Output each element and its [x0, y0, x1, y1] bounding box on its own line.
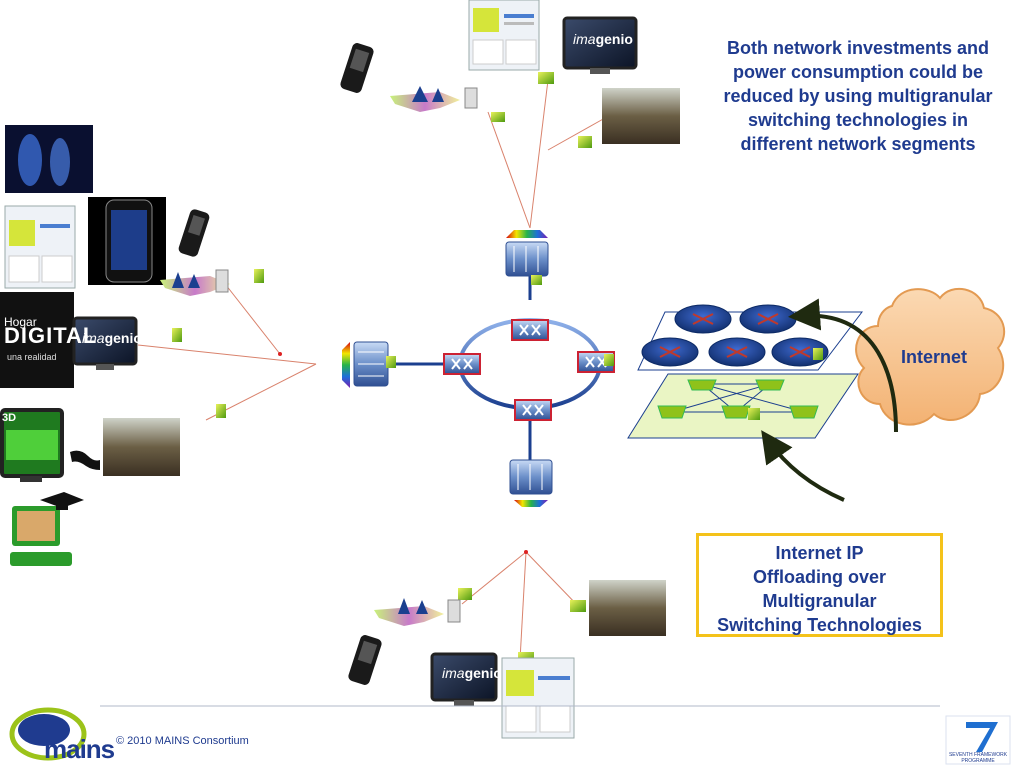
hogar-line-2: DIGITAL: [4, 323, 98, 348]
office-photo-bottom: [589, 580, 666, 636]
mg-switch-top: [505, 230, 549, 277]
hogar-digital-ad: [0, 292, 74, 388]
tv-brand-prefix: ima: [82, 330, 105, 346]
3d-glasses-icon: [70, 450, 100, 470]
service-tags-top: [390, 86, 478, 112]
people-photo-left: [5, 125, 93, 193]
tv-brand-suffix: genio: [104, 330, 142, 346]
fp7-caption: SEVENTH FRAMEWORK PROGRAMME: [948, 752, 1008, 764]
office-photo-left: [103, 418, 180, 476]
office-photo-top: [602, 88, 680, 144]
tv-bottom-brand: imagenio: [442, 665, 502, 681]
headline-text: Both network investments and power consu…: [723, 38, 993, 154]
fp7-logo-icon: [945, 715, 1011, 765]
ring-switch-bottom: [514, 399, 552, 421]
tv-brand-suffix: genio: [464, 665, 502, 681]
hogar-line-1: Hogar: [4, 315, 37, 329]
tv-brand-prefix: ima: [573, 31, 596, 47]
tv-top: [562, 16, 638, 74]
tv-bottom: [430, 652, 498, 706]
mains-logo-icon: [9, 707, 87, 761]
tv-brand-prefix: ima: [442, 665, 465, 681]
phone-left: [178, 209, 210, 257]
callout-line-4: Switching Technologies: [717, 615, 922, 635]
optical-switch-plane: [627, 373, 859, 439]
energy-indicators: [172, 72, 823, 664]
arrow-callout-to-plane: [761, 430, 845, 502]
screenshot-thumbnail-top: [468, 0, 540, 71]
internet-cloud-label: Internet: [900, 347, 967, 367]
tv-3d-left: [0, 408, 64, 482]
e-learning-icon: [10, 492, 84, 566]
hogar-subtitle: una realidad: [7, 352, 57, 362]
junction-point-bottom: [524, 550, 528, 554]
tv-top-brand: imagenio: [573, 31, 633, 47]
mains-logo-text: mains: [44, 734, 115, 764]
tv-left-brand: imagenio: [82, 330, 142, 346]
callout-line-3: Multigranular: [762, 591, 877, 611]
phone-bottom: [348, 635, 382, 685]
ip-router-plane: [637, 304, 864, 371]
copyright-text: © 2010 MAINS Consortium: [116, 735, 249, 747]
mg-switch-bottom: [509, 459, 553, 507]
hogar-digital-title: Hogar DIGITAL: [4, 315, 98, 348]
mg-switch-left: [342, 341, 389, 388]
junction-point-left: [278, 352, 282, 356]
callout-line-2: Offloading over: [752, 567, 886, 587]
arrow-cloud-to-routers: [788, 298, 898, 433]
ring-switch-left: [443, 353, 481, 375]
screenshot-thumbnail-left: [4, 205, 76, 289]
screenshot-thumbnail-bottom: [501, 657, 575, 739]
tv-3d-label: 3D: [2, 412, 17, 424]
callout-line-1: Internet IP: [775, 543, 864, 563]
service-tags-left: [160, 269, 230, 296]
smartphone-photo-left: [88, 197, 166, 285]
phone-top: [340, 43, 374, 93]
tv-left: [72, 316, 138, 370]
offloading-callout-box: Internet IP Offloading over Multigranula…: [696, 533, 943, 637]
ring-switch-top: [511, 319, 549, 341]
tv-brand-suffix: genio: [595, 31, 633, 47]
access-links: [137, 79, 606, 661]
service-tags-bottom: [374, 598, 461, 626]
